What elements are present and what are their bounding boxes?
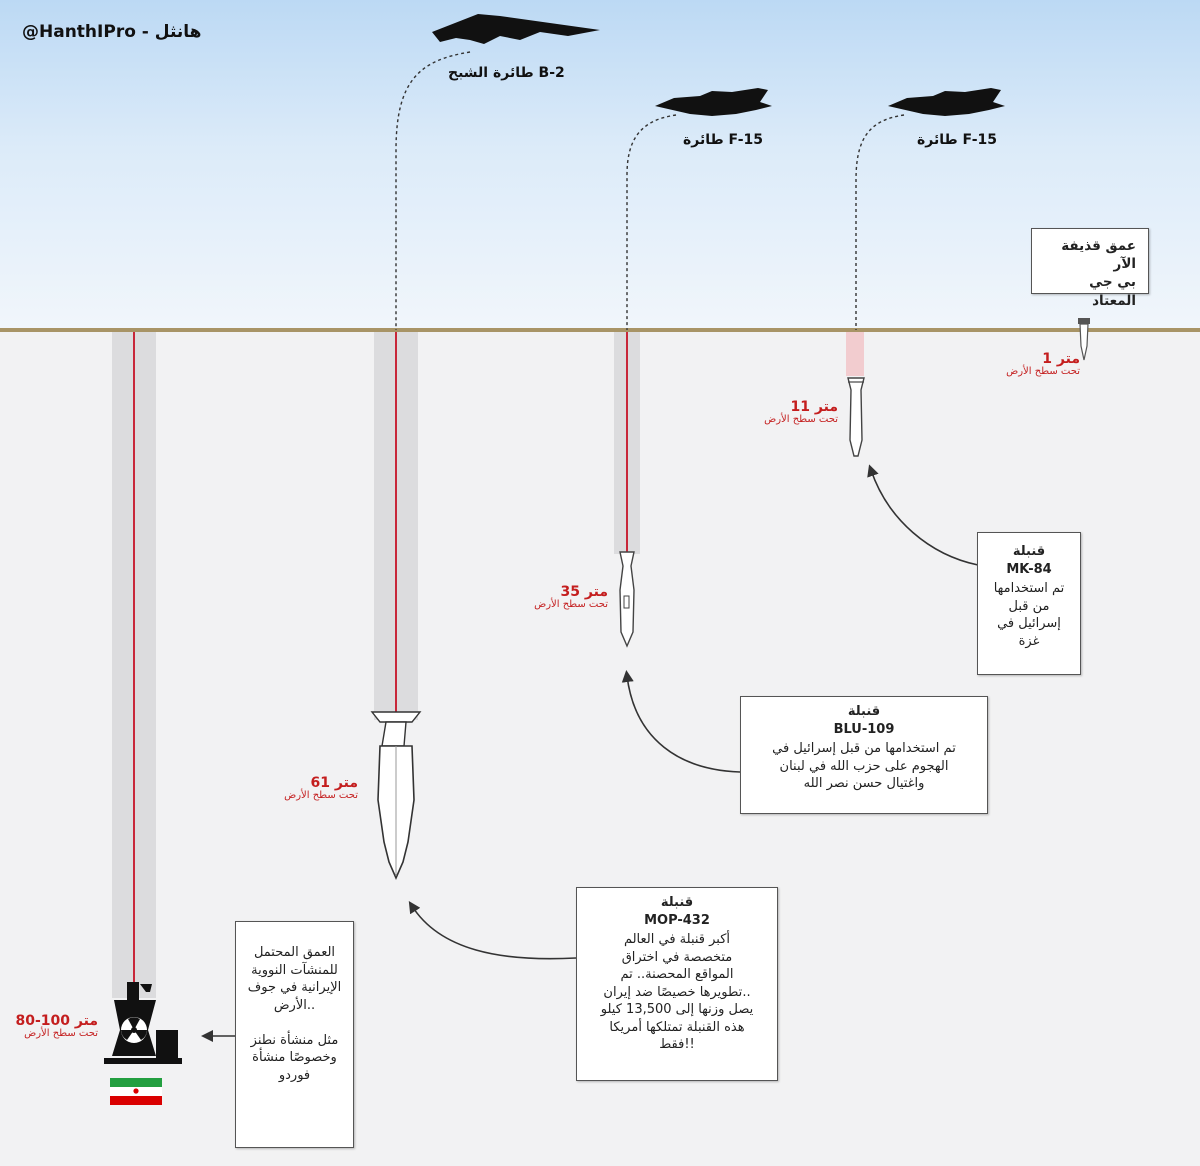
b2-label: طائرة الشبح B-2 [448,65,565,81]
mk84-info-box: قنبلة MK-84 تم استخدامها من قبل إسرائيل … [977,532,1081,675]
bomb-icon [619,551,635,648]
bomb-description: أكبر قنبلة في العالم متخصصة في اختراق ال… [600,932,754,1053]
iran-flag-icon [110,1078,162,1105]
bomb-name: MOP-432 [644,912,710,928]
facility-depth-label: 80-100 متر تحت سطح الأرض [16,1014,98,1039]
bomb-name: BLU-109 [833,721,895,737]
box-title: قنبلة [660,895,694,910]
bomb-icon [847,377,865,457]
blu109-info-box: قنبلة BLU-109 تم استخدامها من قبل إسرائي… [740,696,988,814]
bomb-description: تم استخدامها من قبل إسرائيل في غزة [993,581,1065,649]
blu109-depth-label: 35 متر تحت سطح الأرض [534,585,608,610]
facility-description: العمق المحتمل للمنشآت النووية الإيرانية … [247,945,342,1083]
rpg-depth-label: 1 متر تحت سطح الأرض [1006,352,1080,377]
depth-subtitle: تحت سطح الأرض [1006,365,1080,377]
b2-drop-path [395,51,471,330]
b2-bomber-icon [432,14,600,44]
mk84-depth-label: 11 متر تحت سطح الأرض [764,400,838,425]
depth-value: 11 متر [790,399,838,415]
mk84-shaft [846,332,864,376]
depth-subtitle: تحت سطح الأرض [764,413,838,425]
arrow-icon [621,670,741,773]
iran-facility-box: العمق المحتمل للمنشآت النووية الإيرانية … [235,921,354,1148]
depth-value: 61 متر [310,775,358,791]
box-title: قنبلة [1012,544,1046,559]
depth-subtitle: تحت سطح الأرض [284,789,358,801]
rpg-round-icon [1078,318,1090,361]
f15-right-drop-path [855,114,905,330]
bomb-description: تم استخدامها من قبل إسرائيل في الهجوم عل… [772,741,956,792]
depth-value: 80-100 متر [15,1013,98,1029]
depth-subtitle: تحت سطح الأرض [24,1027,98,1039]
nuclear-plant-icon [104,982,182,1064]
brand-handle: @HanthIPro - هانثل [22,22,202,42]
box-title: قنبلة [847,704,881,719]
bomb-icon [370,711,422,880]
rpg-depth-box: عمق قذيفة الآر بي جي المعتاد [1031,228,1149,309]
f15-jet-icon [655,88,772,116]
mop-info-box: قنبلة MOP-432 أكبر قنبلة في العالم متخصص… [576,887,778,1081]
depth-value: 35 متر [560,584,608,600]
depth-subtitle: تحت سطح الأرض [534,598,608,610]
f15-mid-drop-path [626,114,677,330]
f15-right-label: طائرة F-15 [917,132,997,148]
sky-background [0,0,1200,330]
f15-mid-label: طائرة F-15 [683,132,763,148]
arrow-icon [867,464,979,566]
f15-jet-icon [888,88,1005,116]
bomb-name: MK-84 [1006,561,1052,577]
arrow-icon [408,900,577,960]
depth-value: 1 متر [1042,351,1080,367]
mop-depth-label: 61 متر تحت سطح الأرض [284,776,358,801]
